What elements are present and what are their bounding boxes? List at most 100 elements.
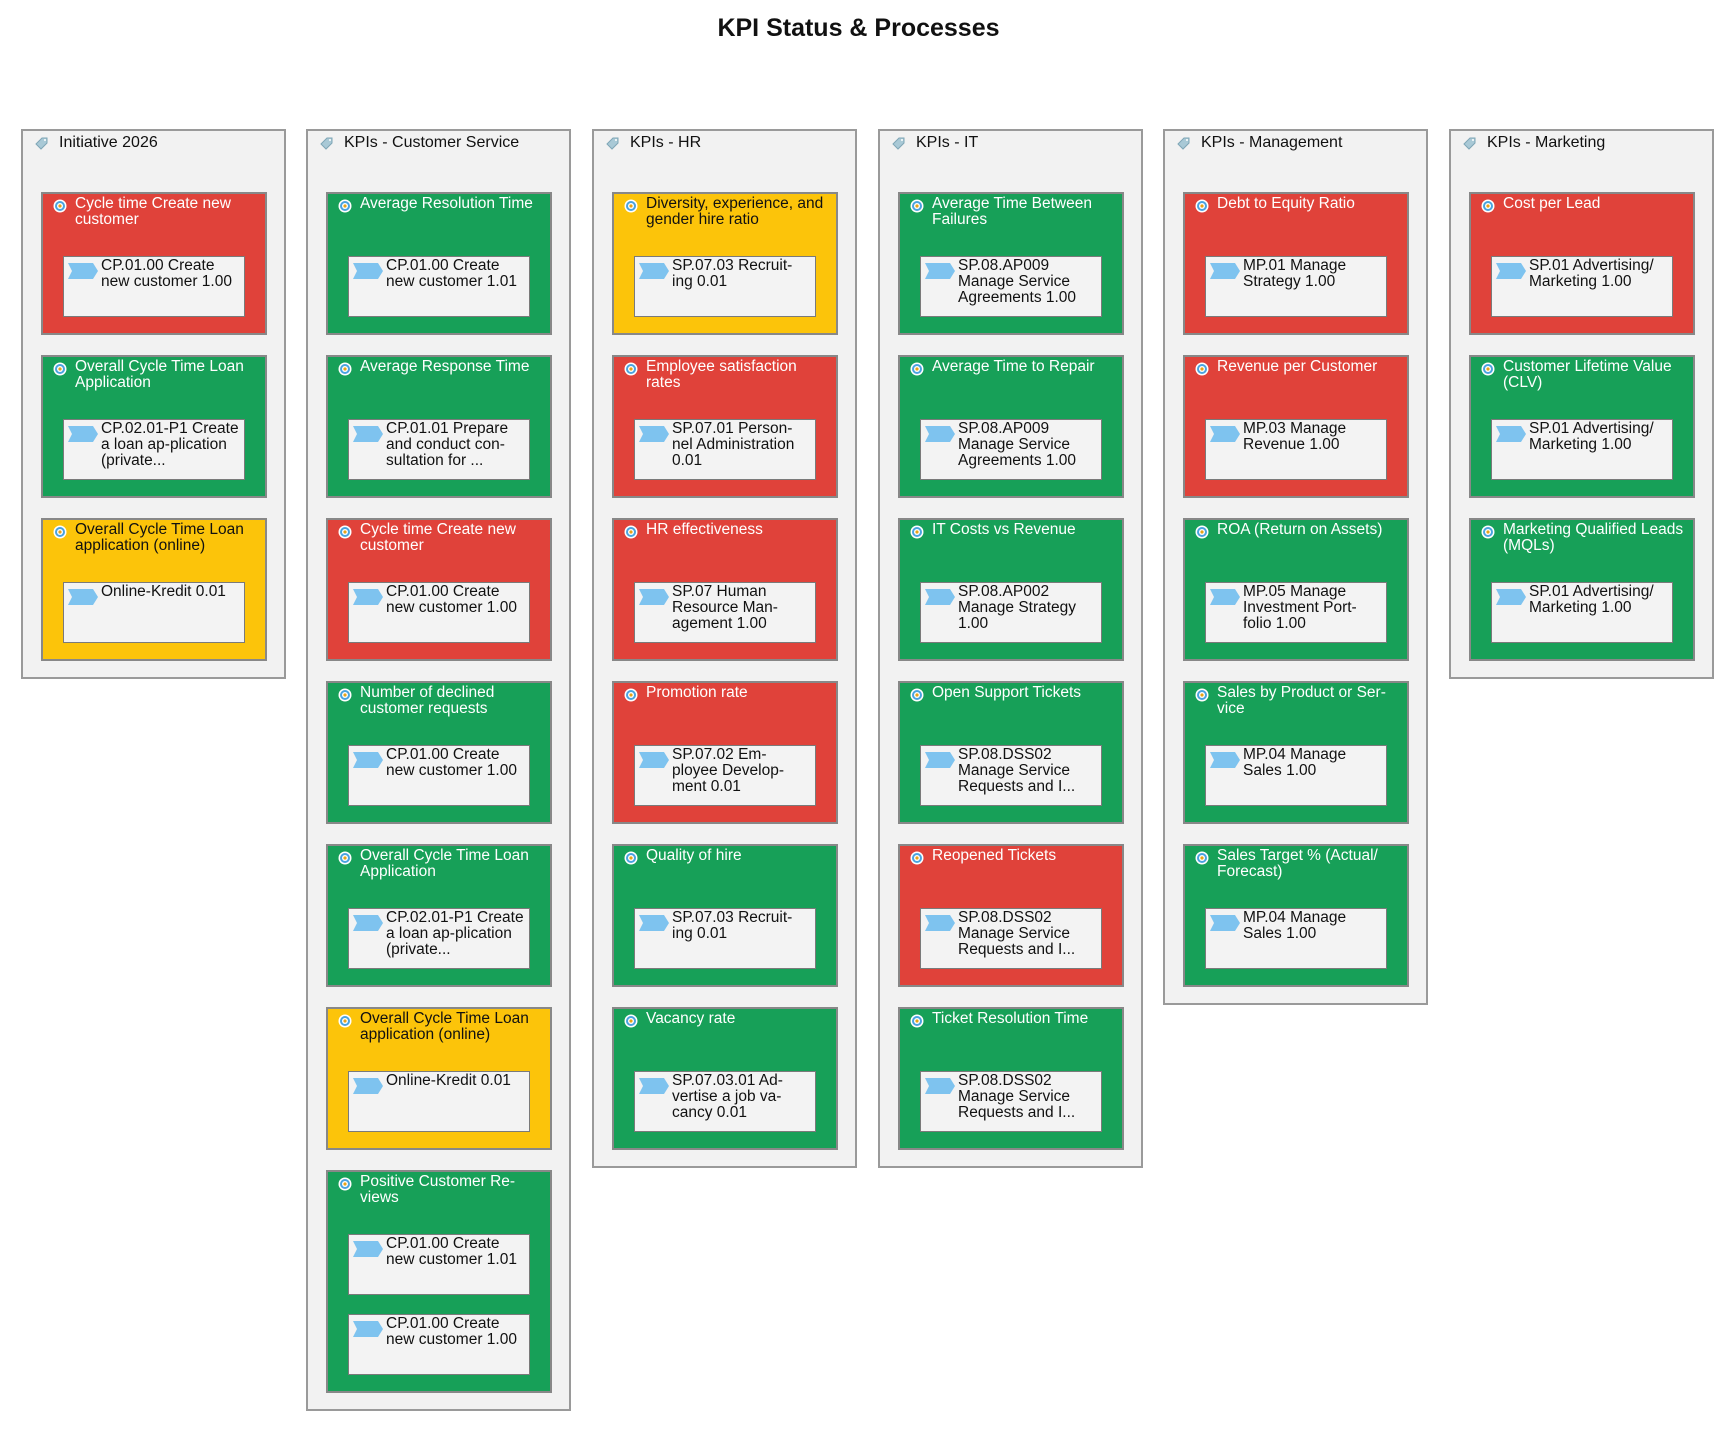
process-box[interactable]: Online-Kredit 0.01	[63, 582, 245, 643]
tag-icon	[892, 137, 905, 150]
kpi-header: Revenue per Customer	[1195, 359, 1401, 376]
page-title: KPI Status & Processes	[717, 14, 1000, 42]
process-arrow-icon	[353, 1321, 383, 1337]
process-arrow-icon	[639, 589, 669, 605]
process-box[interactable]: SP.08.AP002 Manage Strategy 1.00	[920, 582, 1102, 643]
kpi-title: HR effectiveness	[646, 521, 763, 538]
target-icon	[910, 362, 924, 376]
process-label: CP.01.00 Create new customer 1.01	[386, 1235, 517, 1268]
process-box[interactable]: CP.01.00 Create new customer 1.00	[63, 256, 245, 317]
process-box[interactable]: Online-Kredit 0.01	[348, 1071, 530, 1132]
column-title: KPIs - HR	[630, 134, 702, 151]
target-icon	[624, 525, 638, 539]
kpi-title: Overall Cycle Time Loan Application	[360, 847, 529, 880]
process-label: SP.07 Human Resource Man-agement 1.00	[672, 583, 778, 632]
process-box[interactable]: SP.01 Advertising/ Marketing 1.00	[1491, 419, 1673, 480]
target-icon	[338, 362, 352, 376]
process-box[interactable]: SP.08.DSS02 Manage Service Requests and …	[920, 1071, 1102, 1132]
process-box[interactable]: MP.05 Manage Investment Port-folio 1.00	[1205, 582, 1387, 643]
process-label: SP.01 Advertising/ Marketing 1.00	[1529, 420, 1654, 453]
process-box[interactable]: SP.07.03 Recruit-ing 0.01	[634, 908, 816, 969]
kpi-card[interactable]: Marketing Qualified Leads (MQLs) SP.01 Ad…	[1469, 518, 1695, 661]
target-icon	[1195, 688, 1209, 702]
kpi-header: Marketing Qualified Leads (MQLs)	[1481, 522, 1687, 554]
process-box[interactable]: SP.08.DSS02 Manage Service Requests and …	[920, 745, 1102, 806]
process-box[interactable]: CP.01.00 Create new customer 1.00	[348, 745, 530, 806]
process-box[interactable]: MP.04 Manage Sales 1.00	[1205, 908, 1387, 969]
kpi-header: Overall Cycle Time Loan Application	[338, 848, 544, 880]
process-box[interactable]: CP.01.00 Create new customer 1.00	[348, 582, 530, 643]
process-box[interactable]: SP.08.AP009 Manage Service Agreements 1.…	[920, 256, 1102, 317]
process-box[interactable]: SP.07 Human Resource Man-agement 1.00	[634, 582, 816, 643]
kpi-header: Positive Customer Re-views	[338, 1174, 544, 1206]
kpi-card[interactable]: Overall Cycle Time Loan application (onl…	[41, 518, 267, 661]
process-box[interactable]: SP.07.03.01 Ad-vertise a job va-cancy 0.…	[634, 1071, 816, 1132]
process-box[interactable]: CP.02.01-P1 Create a loan ap-plication (…	[348, 908, 530, 969]
process-box[interactable]: CP.01.01 Prepare and conduct con-sultati…	[348, 419, 530, 480]
process-box[interactable]: CP.01.00 Create new customer 1.00	[348, 1314, 530, 1375]
kpi-header: Cycle time Create new customer	[53, 196, 259, 228]
target-icon	[338, 525, 352, 539]
process-label: SP.08.AP009 Manage Service Agreements 1.…	[958, 420, 1077, 469]
process-box[interactable]: MP.01 Manage Strategy 1.00	[1205, 256, 1387, 317]
kpi-header: ROA (Return on Assets)	[1195, 522, 1401, 539]
process-arrow-icon	[353, 915, 383, 931]
process-box[interactable]: SP.07.01 Person-nel Administration 0.01	[634, 419, 816, 480]
kpi-card[interactable]: Overall Cycle Time Loan application (onl…	[326, 1007, 552, 1150]
target-icon	[338, 851, 352, 865]
process-box[interactable]: SP.07.02 Em-ployee Develop-ment 0.01	[634, 745, 816, 806]
process-box[interactable]: SP.08.AP009 Manage Service Agreements 1.…	[920, 419, 1102, 480]
kpi-card[interactable]: Diversity, experience, and gender hire r…	[612, 192, 838, 335]
kpi-header: Overall Cycle Time Loan Application	[53, 359, 259, 391]
column-title: KPIs - Marketing	[1487, 134, 1606, 151]
process-box[interactable]: CP.01.00 Create new customer 1.01	[348, 256, 530, 317]
process-box[interactable]: MP.04 Manage Sales 1.00	[1205, 745, 1387, 806]
process-box[interactable]: CP.02.01-P1 Create a loan ap-plication (…	[63, 419, 245, 480]
kpi-title: Cycle time Create new customer	[75, 195, 231, 228]
process-label: SP.07.01 Person-nel Administration 0.01	[672, 420, 795, 469]
kpi-card[interactable]: Customer Lifetime Value (CLV)SP.01 Adver…	[1469, 355, 1695, 498]
process-label: MP.04 Manage Sales 1.00	[1243, 746, 1347, 779]
process-label: MP.05 Manage Investment Port-folio 1.00	[1243, 583, 1357, 632]
column-header: KPIs - Customer Service	[320, 131, 519, 155]
kpi-card[interactable]: Sales Target % (Actual/ Forecast) MP.04 M…	[1183, 844, 1409, 987]
process-box[interactable]: SP.07.03 Recruit-ing 0.01	[634, 256, 816, 317]
process-box[interactable]: SP.01 Advertising/ Marketing 1.00	[1491, 256, 1673, 317]
process-label: Online-Kredit 0.01	[386, 1072, 511, 1089]
process-label: SP.07.03.01 Ad-vertise a job va-cancy 0.…	[672, 1072, 783, 1121]
target-icon	[624, 688, 638, 702]
kpi-header: HR effectiveness	[624, 522, 830, 539]
process-box[interactable]: SP.08.DSS02 Manage Service Requests and …	[920, 908, 1102, 969]
process-box[interactable]: CP.01.00 Create new customer 1.01	[348, 1234, 530, 1295]
kpi-title: Sales Target % (Actual/ Forecast)	[1217, 847, 1378, 880]
process-label: MP.01 Manage Strategy 1.00	[1243, 257, 1347, 290]
process-box[interactable]: MP.03 Manage Revenue 1.00	[1205, 419, 1387, 480]
kpi-card[interactable]: ROA (Return on Assets) MP.05 Manage Inves…	[1183, 518, 1409, 661]
process-box[interactable]: SP.01 Advertising/ Marketing 1.00	[1491, 582, 1673, 643]
